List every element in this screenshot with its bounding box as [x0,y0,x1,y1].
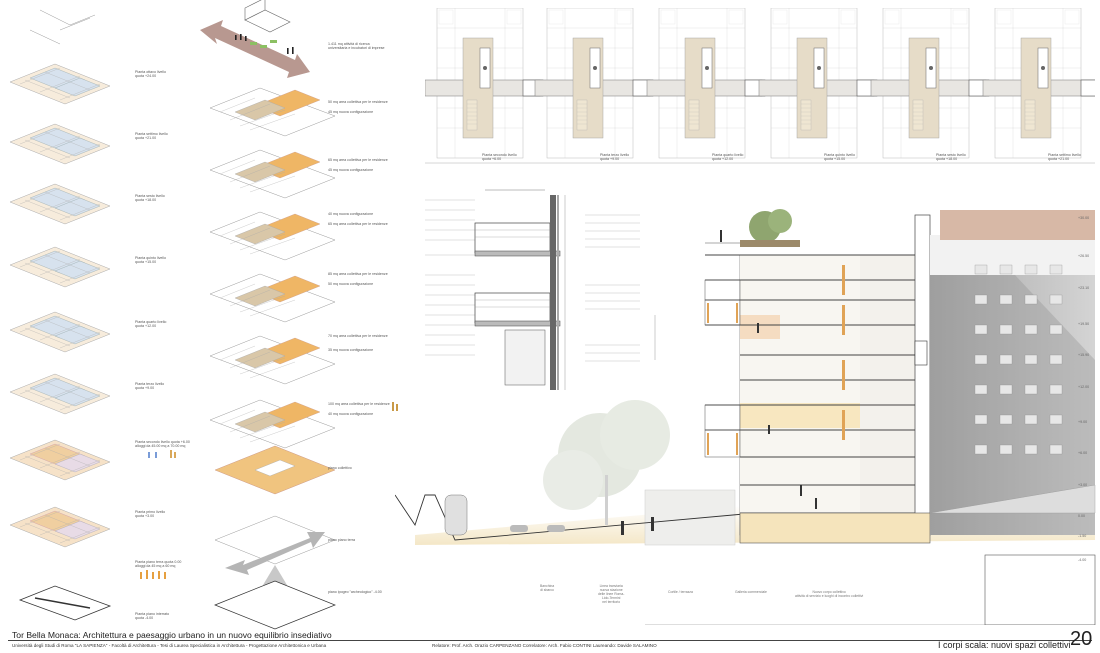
university-credit: Università degli Studi di Roma "LA SAPIE… [12,643,327,648]
project-title: Tor Bella Monaca: Architettura e paesagg… [12,630,332,640]
building-section [395,209,1096,625]
construction-detail [425,189,656,390]
section-label-4: Nuovo corpo collettivo attività di servi… [795,590,864,598]
advisor-credits: Relatore: Prof. Arch. Orazio CARPENZANO … [432,643,657,648]
stair-core-axonometric [200,0,398,630]
footer-divider [8,640,1092,641]
axo-label-7: piano collettivo [328,466,352,470]
section-label-1: Linea tranviaria nuova stazione delle li… [598,584,625,604]
section-label-0: Banchina di sbarco [540,584,555,592]
stair-core-plans [425,8,1095,164]
section-label-3: Galleria commerciale [735,590,767,594]
page-number: 20 [1070,628,1093,650]
section-label-2: Cortile / terrazza [668,590,693,594]
section-title: I corpi scala: nuovi spazi collettivi [938,640,1071,650]
axo-label-8: piano piano terra [328,538,355,542]
exploded-floor-plans [9,9,176,621]
axo-label-9: piano ipogeo "archeologico" -4.00 [328,590,382,594]
